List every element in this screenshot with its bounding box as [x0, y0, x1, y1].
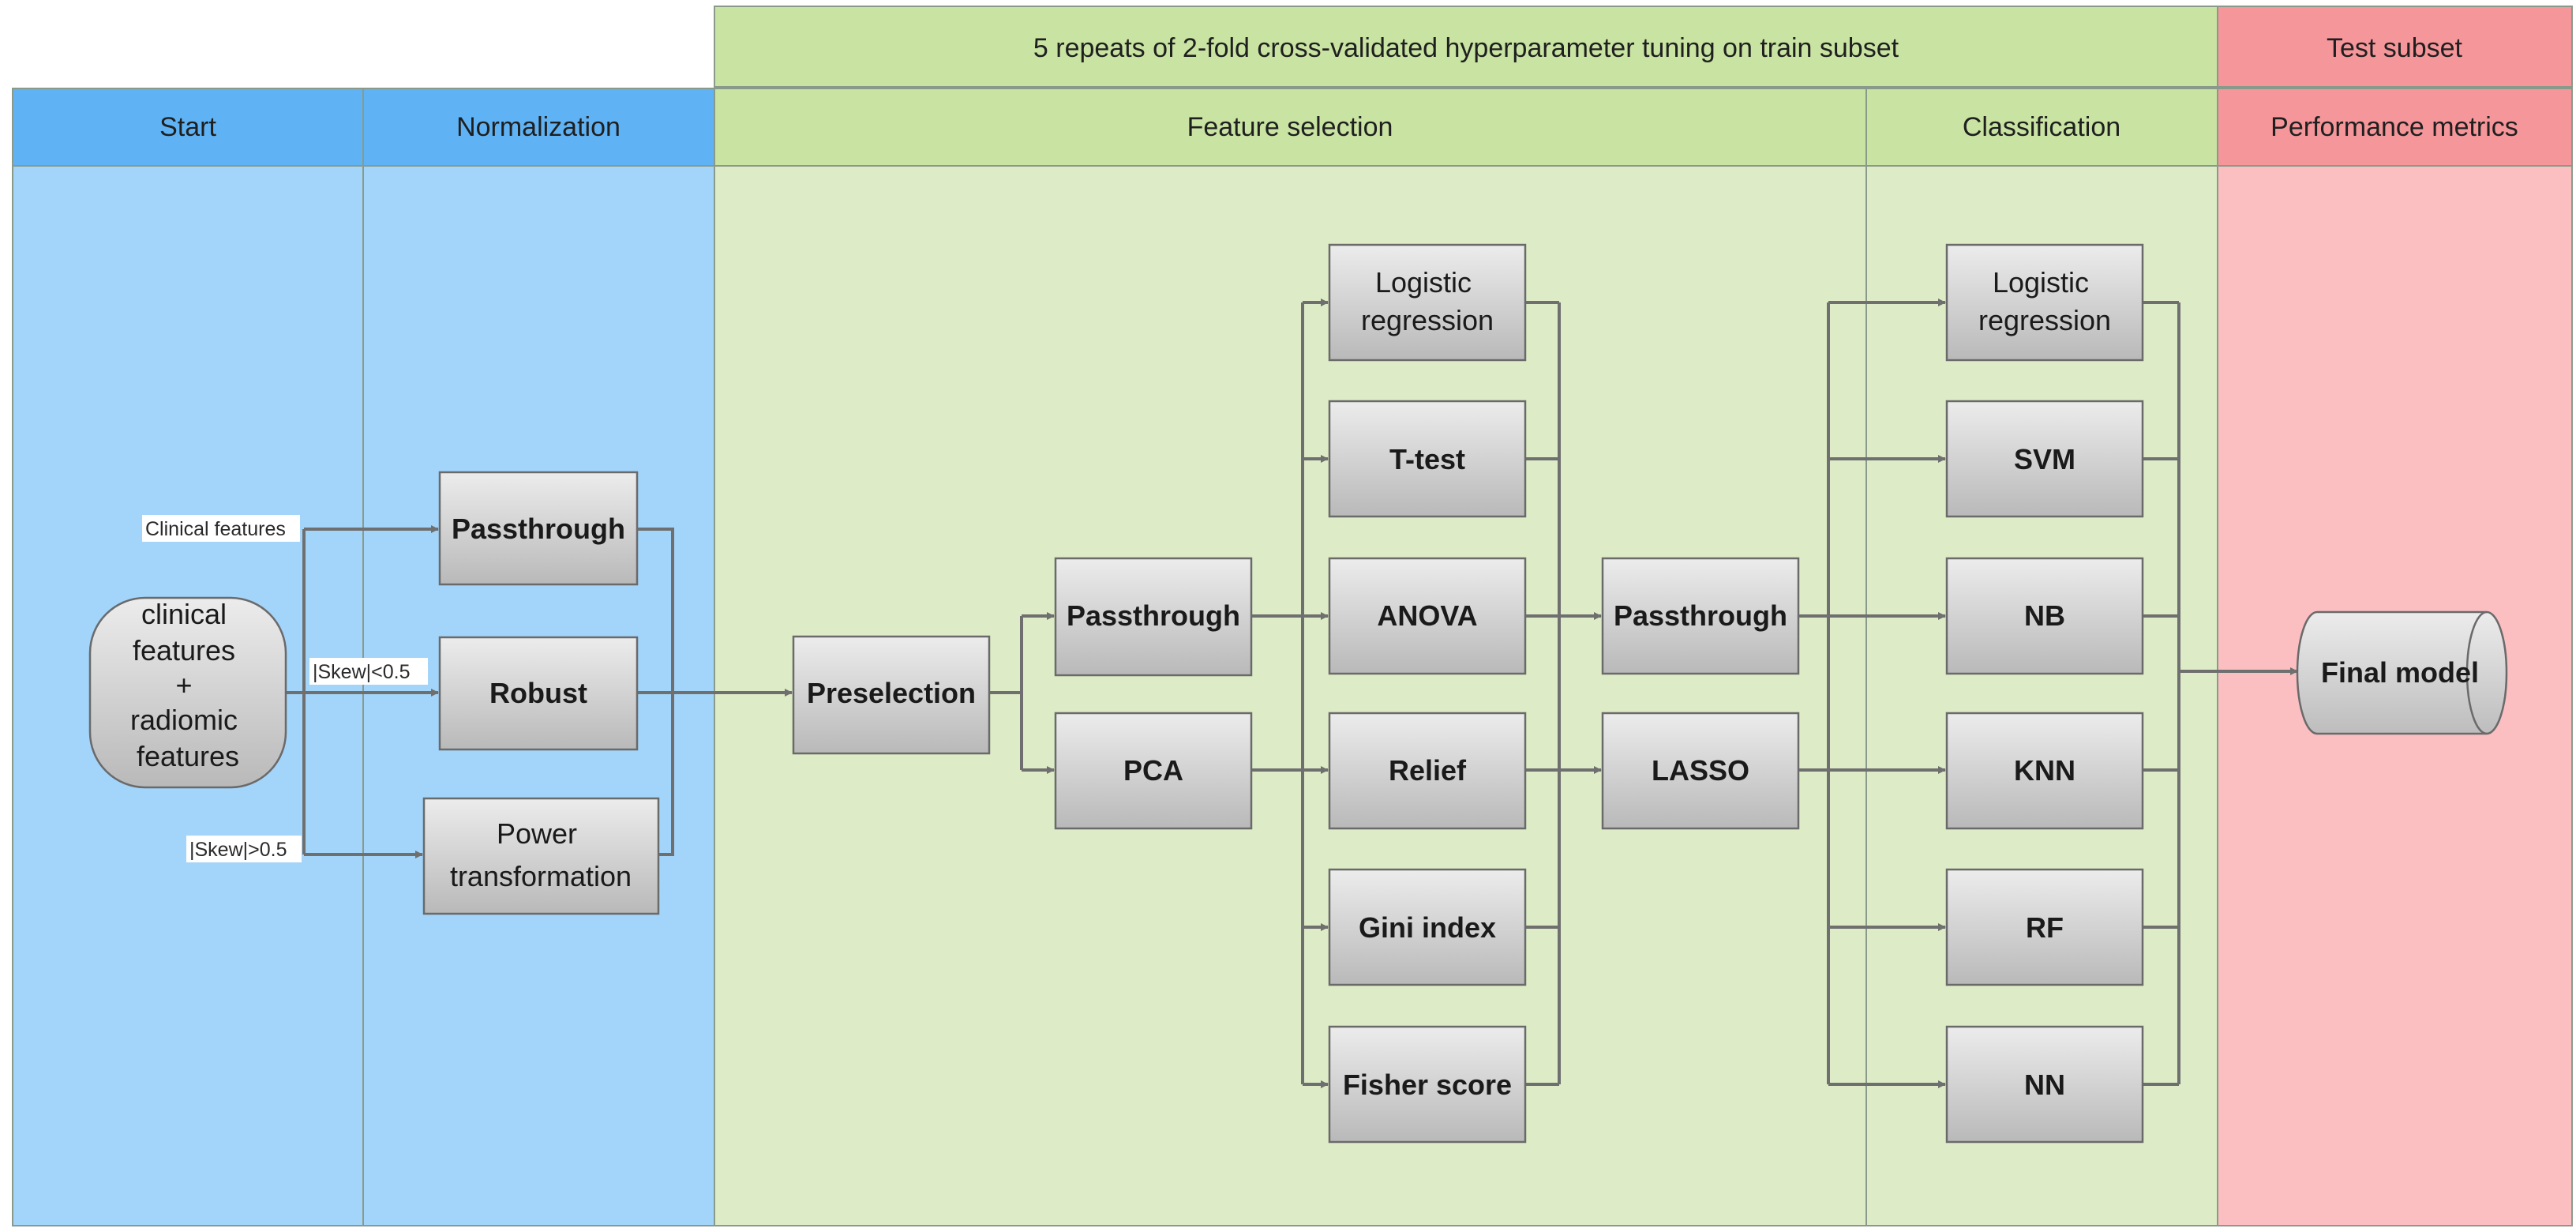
- node-fs-anova-label: ANOVA: [1377, 599, 1477, 632]
- node-cl-logreg: Logistic regression: [1945, 243, 2144, 362]
- node-fs-passthrough: Passthrough: [1054, 557, 1253, 677]
- node-sel-lasso-label: LASSO: [1652, 754, 1749, 787]
- node-preselection: Preselection: [792, 635, 991, 755]
- node-input: clinical features + radiomic features: [88, 596, 287, 789]
- node-cl-logreg-line-1: Logistic: [1993, 266, 2089, 299]
- lane-bodies: [12, 165, 2573, 1226]
- lane-start-title: Start: [159, 112, 216, 142]
- node-norm-power-line-1: Power: [497, 817, 577, 850]
- node-norm-robust-label: Robust: [489, 677, 587, 709]
- svg-text:Logistic regression: Logistic regression: [1361, 266, 1494, 336]
- node-cl-nn: NN: [1945, 1025, 2144, 1144]
- node-fs-gini: Gini index: [1328, 868, 1527, 986]
- node-preselection-label: Preselection: [807, 677, 976, 709]
- node-fs-logreg-line-1: Logistic: [1375, 266, 1472, 299]
- banner-test-text: Test subset: [2327, 33, 2463, 63]
- connectors: [286, 299, 2298, 1088]
- node-cl-rf: RF: [1945, 868, 2144, 986]
- edge-label-skew-low: |Skew|<0.5: [313, 661, 410, 683]
- node-cl-knn-label: KNN: [2014, 754, 2075, 787]
- node-fs-pca: PCA: [1054, 712, 1253, 830]
- lane-classification-title: Classification: [1963, 112, 2120, 142]
- lane-headers: Start Normalization Feature selection Cl…: [12, 88, 2573, 167]
- banner-tuning: 5 repeats of 2-fold cross-validated hype…: [714, 6, 2218, 88]
- node-input-line-4: radiomic: [130, 704, 238, 736]
- svg-text:clinical features: clinical features + radiomic features: [130, 598, 246, 772]
- node-cl-rf-label: RF: [2026, 911, 2064, 944]
- node-sel-lasso: LASSO: [1601, 712, 1800, 830]
- node-cl-knn: KNN: [1945, 712, 2144, 830]
- svg-text:Logistic regression: Logistic regression: [1978, 266, 2111, 336]
- node-input-line-2: features: [133, 634, 235, 667]
- edge-label-skew-high: |Skew|>0.5: [189, 839, 287, 861]
- node-fs-passthrough-label: Passthrough: [1067, 599, 1240, 632]
- node-cl-nb: NB: [1945, 557, 2144, 675]
- node-fs-logreg: Logistic regression: [1328, 243, 1527, 362]
- node-sel-passthrough: Passthrough: [1601, 557, 1800, 675]
- edge-label-clinical: Clinical features: [145, 518, 286, 540]
- nodes: clinical features + radiomic features Pa…: [88, 243, 2508, 1144]
- node-final-model-label: Final model: [2321, 656, 2479, 689]
- node-fs-gini-label: Gini index: [1359, 911, 1496, 944]
- node-norm-power: Power transformation: [422, 797, 660, 915]
- lane-performance-title: Performance metrics: [2270, 112, 2518, 142]
- lane-feature-selection-title: Feature selection: [1187, 112, 1393, 142]
- node-cl-logreg-line-2: regression: [1978, 304, 2111, 336]
- node-fs-relief-label: Relief: [1389, 754, 1467, 787]
- node-input-line-1: clinical: [141, 598, 227, 630]
- node-fs-fisher: Fisher score: [1328, 1025, 1527, 1144]
- node-fs-pca-label: PCA: [1123, 754, 1183, 787]
- banner-test: Test subset: [2217, 6, 2573, 88]
- lane-normalization-title: Normalization: [456, 112, 621, 142]
- node-norm-passthrough-label: Passthrough: [452, 513, 625, 545]
- banner-tuning-text: 5 repeats of 2-fold cross-validated hype…: [1033, 33, 1899, 63]
- node-cl-nn-label: NN: [2024, 1069, 2065, 1101]
- node-cl-svm: SVM: [1945, 400, 2144, 518]
- node-fs-logreg-line-2: regression: [1361, 304, 1494, 336]
- node-cl-svm-label: SVM: [2014, 443, 2075, 475]
- node-final-model: Final model: [2296, 610, 2508, 735]
- node-norm-passthrough: Passthrough: [438, 471, 639, 586]
- node-cl-nb-label: NB: [2024, 599, 2065, 632]
- node-input-line-3: +: [175, 669, 192, 701]
- node-norm-power-line-2: transformation: [450, 860, 632, 892]
- node-norm-robust: Robust: [438, 636, 639, 751]
- node-fs-relief: Relief: [1328, 712, 1527, 830]
- node-fs-ttest-label: T-test: [1389, 443, 1465, 475]
- node-input-line-5: features: [137, 740, 239, 772]
- node-sel-passthrough-label: Passthrough: [1614, 599, 1787, 632]
- node-fs-anova: ANOVA: [1328, 557, 1527, 675]
- node-fs-fisher-label: Fisher score: [1343, 1069, 1512, 1101]
- svg-text:Power transformation: Power transformation: [450, 817, 632, 892]
- edge-labels: Clinical features |Skew|<0.5 |Skew|>0.5: [142, 515, 428, 862]
- node-fs-ttest: T-test: [1328, 400, 1527, 518]
